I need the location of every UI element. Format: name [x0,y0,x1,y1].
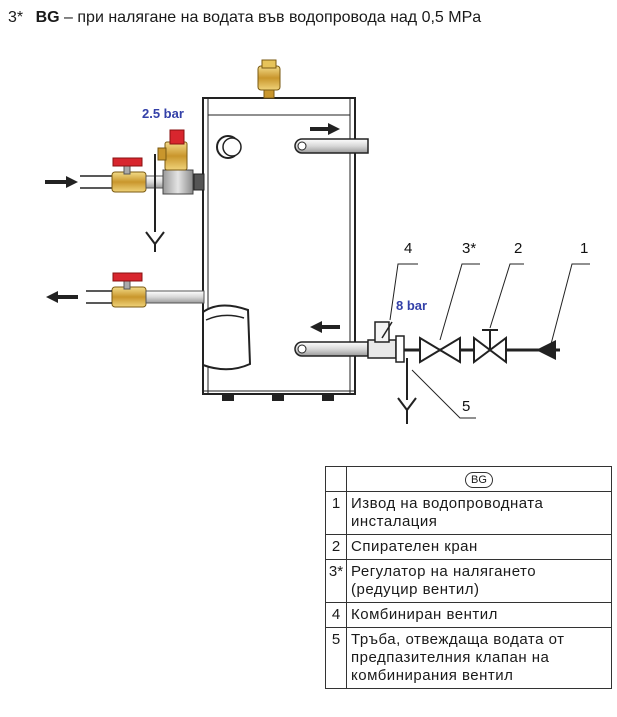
header-text: – при налягане на водата във водопровода… [64,9,482,26]
callout-4: 4 [404,240,413,257]
legend-head-badge-cell: BG [346,466,612,492]
legend-row-num: 3* [325,559,347,603]
pressure-regulator-symbol [419,336,461,364]
legend-row-text: Регулатор на налягането (редуцир вентил) [346,559,612,603]
callout-3: 3* [462,240,477,257]
header-line: 3* BG – при налягане на водата във водоп… [8,8,481,28]
combined-valve-pressure-label: 8 bar [396,298,428,313]
legend-row: 4 Комбиниран вентил [325,602,612,628]
language-badge: BG [465,472,493,488]
cold-water-inlet-pipe [294,321,369,357]
inlet-arrow [45,176,78,188]
thermostat-knob [216,135,242,159]
callout-5: 5 [462,398,471,415]
legend-row-num: 5 [325,627,347,689]
legend-row: 2 Спирателен кран [325,534,612,560]
drain-pipe-right [397,358,417,424]
outlet-ball-valve [86,272,205,308]
header-number: 3* [8,9,24,26]
combined-valve [367,321,405,363]
legend-head-num [325,466,347,492]
callout-2: 2 [514,240,523,257]
flow-arrow-symbol [536,340,556,360]
legend-row-num: 2 [325,534,347,560]
safety-valve-pressure-label: 2.5 bar [142,106,184,121]
legend-row: 1 Извод на водопроводната инсталация [325,491,612,535]
inlet-ball-valve [80,157,147,193]
legend-head-row: BG [325,466,612,492]
legend-row-num: 1 [325,491,347,535]
hot-water-outlet-pipe [294,123,369,154]
legend-row: 5 Тръба, отвеждаща водата от предпазител… [325,627,612,689]
tee-fitting [162,169,205,195]
safety-valve [157,129,188,171]
shutoff-valve-symbol [473,329,507,364]
callout-leaders [389,263,590,419]
callout-1: 1 [580,240,589,257]
header-code: BG [35,9,60,26]
drain-pipe-left [145,154,165,252]
legend-row: 3* Регулатор на налягането (редуцир вент… [325,559,612,603]
legend-table: BG 1 Извод на водопроводната инсталация … [325,466,612,689]
legend-row-text: Извод на водопроводната инсталация [346,491,612,535]
air-vent-valve [257,59,281,99]
legend-row-num: 4 [325,602,347,628]
control-cover [202,304,252,371]
outlet-arrow [46,291,78,303]
legend-row-text: Комбиниран вентил [346,602,612,628]
legend-row-text: Тръба, отвеждаща водата от предпазителни… [346,627,612,689]
legend-row-text: Спирателен кран [346,534,612,560]
